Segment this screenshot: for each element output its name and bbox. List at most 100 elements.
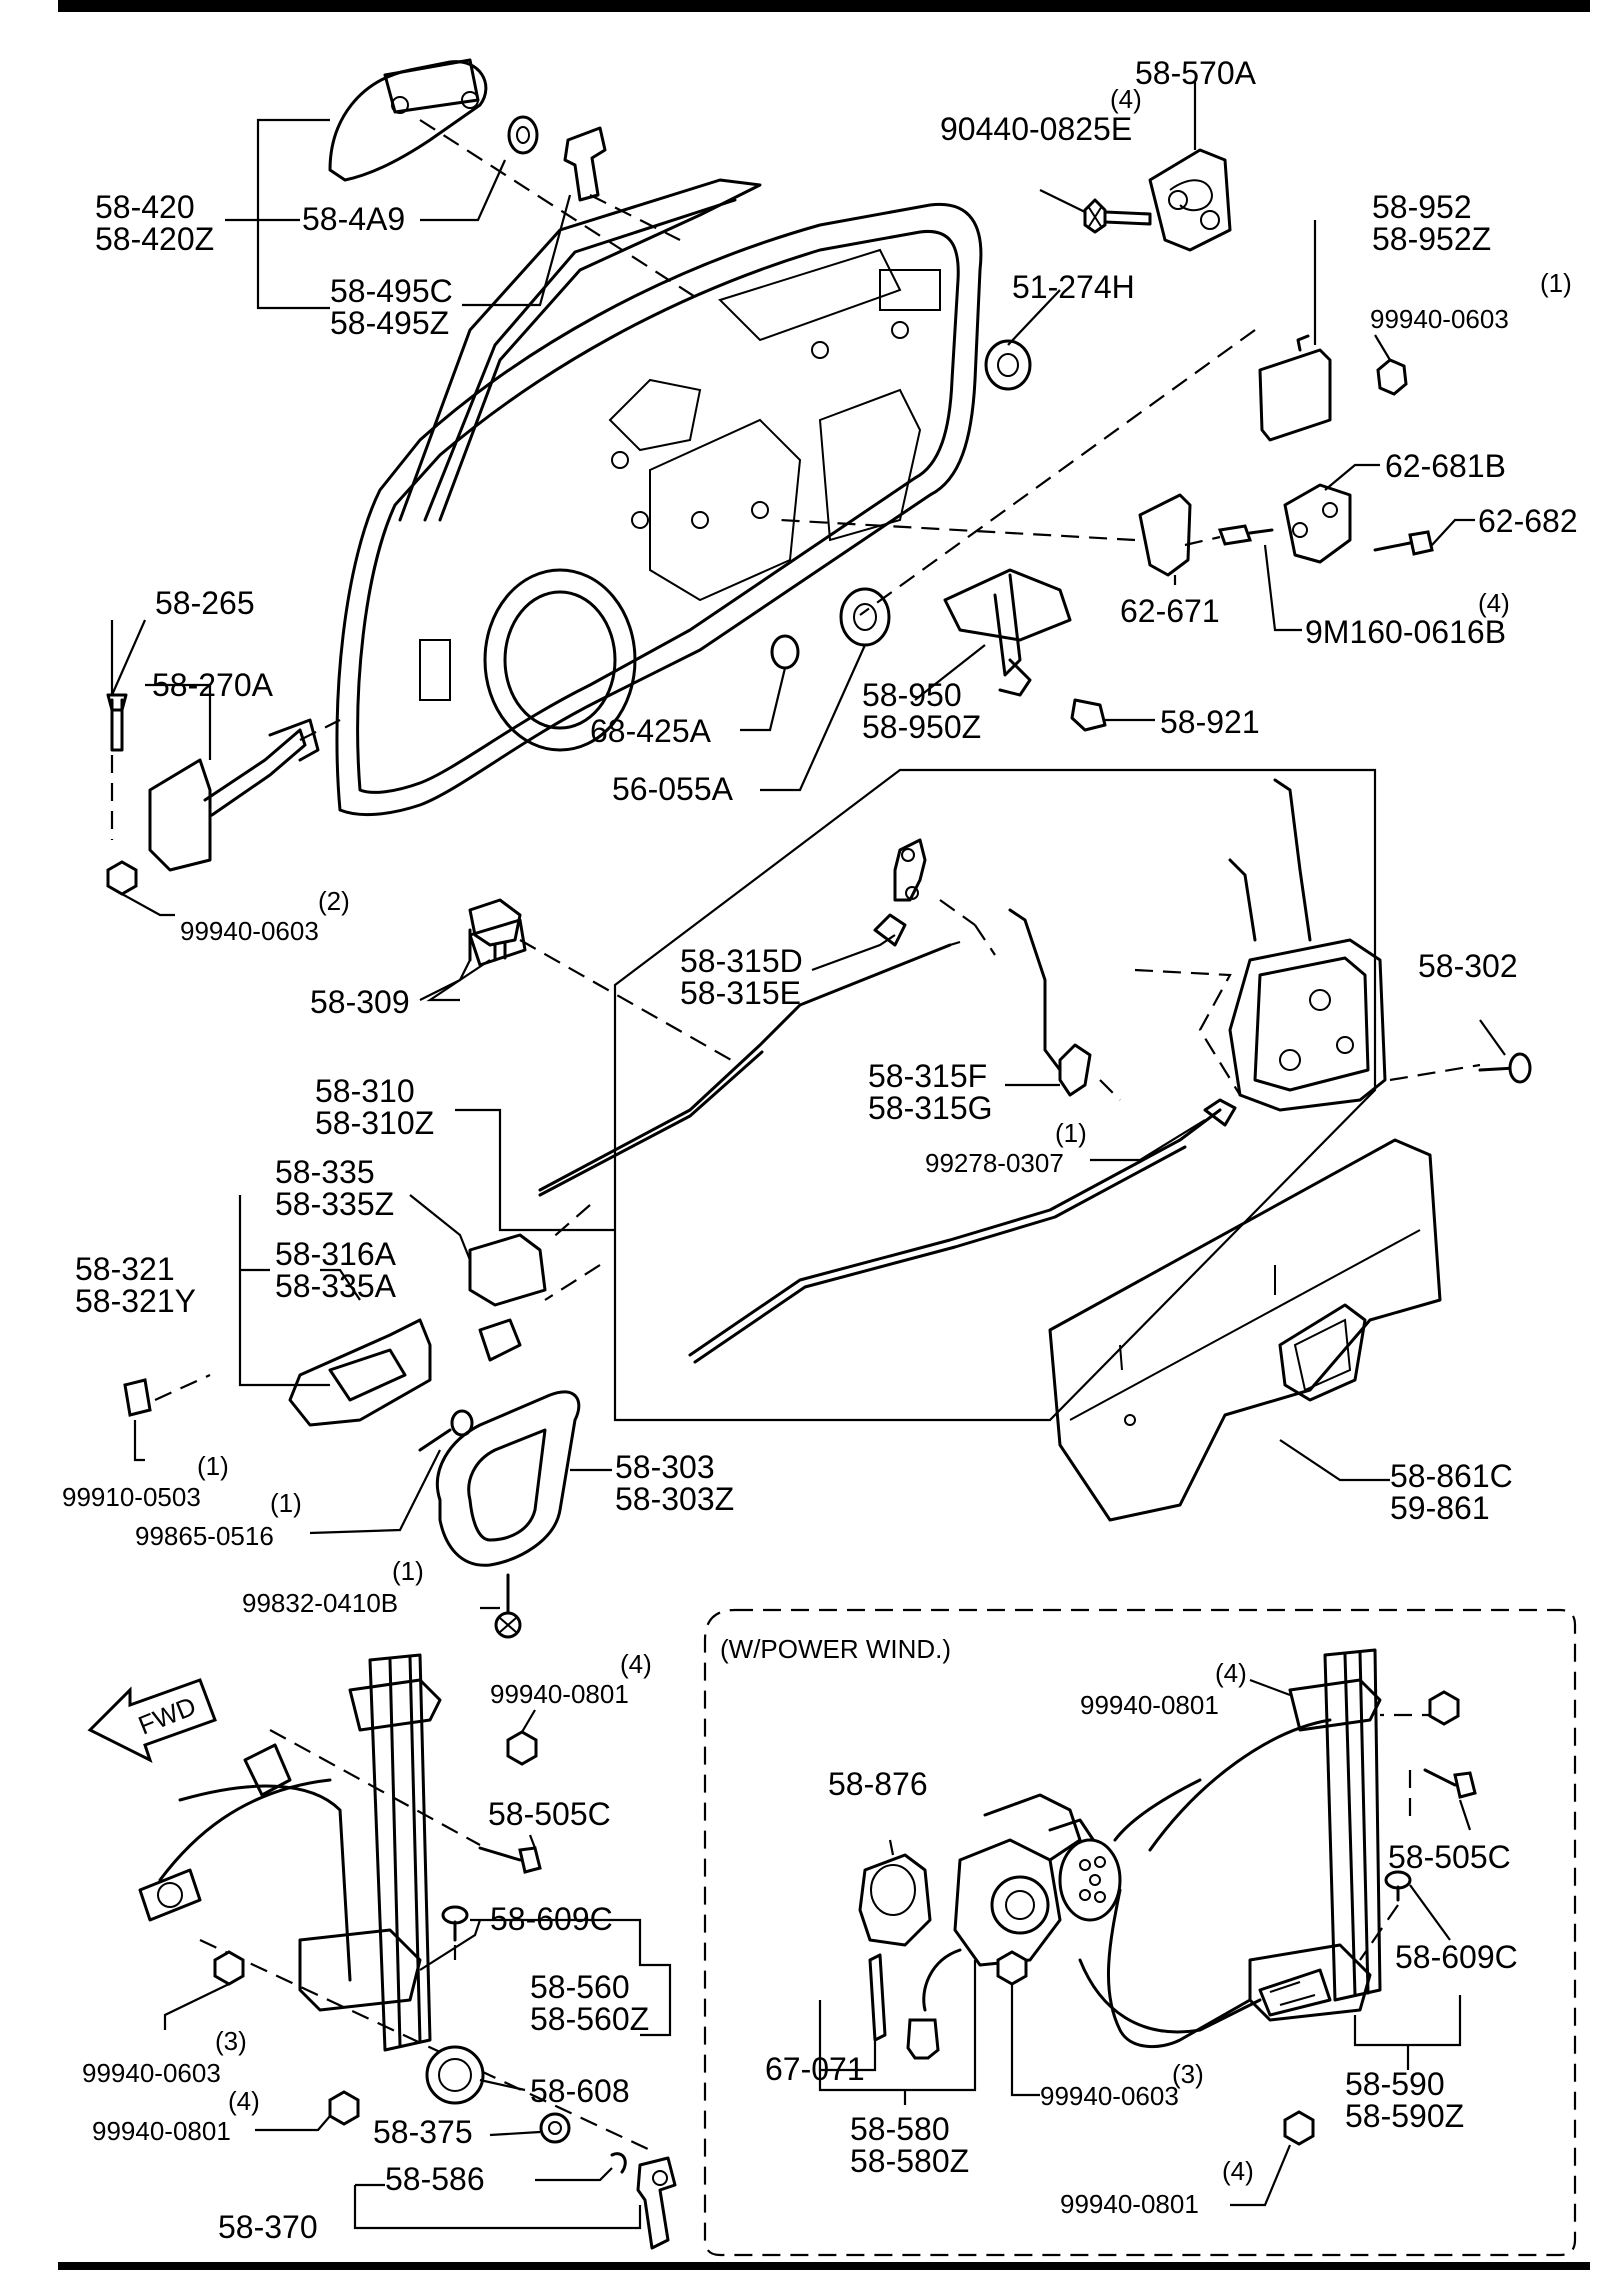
lock-rod-long: [538, 940, 961, 1197]
label-99940-0801-b: 99940-0801: [92, 2116, 231, 2146]
label-58-560z: 58-560Z: [530, 2001, 649, 2037]
label-99940-0801-a: 99940-0801: [490, 1679, 629, 1709]
lock-rod-lower: [688, 1108, 1222, 1364]
label-58-590: 58-590: [1345, 2066, 1445, 2102]
label-68-425a: 68-425A: [590, 713, 712, 749]
inner-door-handle: [435, 1390, 581, 1567]
door-latch: [1228, 778, 1387, 1112]
door-lock-pin: [106, 693, 128, 752]
label-fwd: FWD: [134, 1691, 200, 1741]
label-58-921: 58-921: [1160, 704, 1260, 740]
bottom-border: [58, 2262, 1590, 2270]
label-58-952z: 58-952Z: [1372, 221, 1491, 257]
label-58-315e: 58-315E: [680, 975, 801, 1011]
motor-connector: [868, 1953, 887, 2042]
outer-door-handle: [328, 58, 488, 182]
qty-9m160: (4): [1478, 588, 1510, 618]
label-58-505c-a: 58-505C: [488, 1796, 611, 1832]
label-58-310z: 58-310Z: [315, 1105, 434, 1141]
check-bolt-left: [1217, 524, 1274, 546]
motor-drum: [1058, 1838, 1122, 1922]
actuator-nut: [106, 860, 138, 896]
regulator-washer: [425, 2045, 485, 2105]
label-58-370: 58-370: [218, 2209, 318, 2245]
label-58-309: 58-309: [310, 984, 410, 1020]
striker-bolt: [1083, 198, 1152, 234]
qty-99940-0603-c: (3): [215, 2026, 247, 2056]
label-99940-0603-d: 99940-0603: [1040, 2081, 1179, 2111]
label-58-302: 58-302: [1418, 948, 1518, 984]
inner-handle-bezel: [288, 1318, 432, 1427]
grommet-upper: [984, 339, 1032, 391]
label-62-671: 62-671: [1120, 593, 1220, 629]
label-58-303: 58-303: [615, 1449, 715, 1485]
label-9m160-0616b: 9M160-0616B: [1305, 614, 1506, 650]
label-58-560: 58-560: [530, 1969, 630, 2005]
door-lock-actuator: [148, 718, 320, 872]
qty-99940-0603-d: (3): [1172, 2059, 1204, 2089]
label-99910-0503: 99910-0503: [62, 1482, 201, 1512]
power-window-title: (W/POWER WIND.): [720, 1634, 951, 1664]
label-99940-0603-a: 99940-0603: [1370, 304, 1509, 334]
label-58-495c: 58-495C: [330, 273, 453, 309]
motor-housing-cover: [858, 1853, 932, 1947]
label-62-681b: 62-681B: [1385, 448, 1506, 484]
label-62-682: 62-682: [1478, 503, 1578, 539]
qty-99865: (1): [270, 1488, 302, 1518]
label-58-335: 58-335: [275, 1154, 375, 1190]
door-check-plate: [1283, 483, 1352, 564]
label-58-586: 58-586: [385, 2161, 485, 2197]
motor-nut: [996, 1950, 1028, 1986]
label-99865-0516: 99865-0516: [135, 1521, 274, 1551]
label-58-876: 58-876: [828, 1766, 928, 1802]
door-trim-panel: [1048, 1138, 1442, 1522]
lock-rod-inner: [1008, 908, 1092, 1097]
label-58-950z: 58-950Z: [862, 709, 981, 745]
link-clip: [1070, 698, 1107, 732]
top-border: [58, 0, 1590, 12]
qty-99940-0801-b: (4): [228, 2086, 260, 2116]
label-58-321: 58-321: [75, 1251, 175, 1287]
handle-bracket: [563, 126, 607, 202]
label-58-950: 58-950: [862, 677, 962, 713]
label-58-315g: 58-315G: [868, 1090, 993, 1126]
label-58-420z: 58-420Z: [95, 221, 214, 257]
label-58-316a: 58-316A: [275, 1236, 397, 1272]
label-90440-0825e: 90440-0825E: [940, 111, 1132, 147]
regulator-spacer: [539, 2112, 571, 2144]
label-58-861c: 58-861C: [1390, 1458, 1513, 1494]
label-58-420: 58-420: [95, 189, 195, 225]
door-check-bracket: [1138, 493, 1192, 577]
pw-nut-bottom: [1283, 2110, 1315, 2146]
label-58-495z: 58-495Z: [330, 305, 449, 341]
qty-99910: (1): [197, 1451, 229, 1481]
label-99278-0307: 99278-0307: [925, 1148, 1064, 1178]
label-59-861: 59-861: [1390, 1490, 1490, 1526]
regulator-nut-left: [213, 1950, 245, 1986]
label-58-505c-b: 58-505C: [1388, 1839, 1511, 1875]
label-58-952: 58-952: [1372, 189, 1472, 225]
inner-handle-escutcheon: [468, 1233, 547, 1307]
motor-wire-plug: [906, 1948, 962, 2060]
label-58-4a9: 58-4A9: [302, 201, 405, 237]
inner-handle-screw-lower: [494, 1573, 522, 1639]
qty-99940-0801-a: (4): [620, 1649, 652, 1679]
label-58-335a: 58-335A: [275, 1268, 397, 1304]
label-99832-0410b: 99832-0410B: [242, 1588, 398, 1618]
label-58-315d: 58-315D: [680, 943, 803, 979]
inner-trim-clip: [123, 1378, 152, 1417]
label-99940-0603-c: 99940-0603: [82, 2058, 221, 2088]
label-58-580z: 58-580Z: [850, 2143, 969, 2179]
label-58-570a: 58-570A: [1135, 55, 1257, 91]
label-58-609c-b: 58-609C: [1395, 1939, 1518, 1975]
door-inner-panel: [335, 178, 983, 817]
label-58-609c-a: 58-609C: [490, 1901, 613, 1937]
label-58-590z: 58-590Z: [1345, 2098, 1464, 2134]
crank-clip: [610, 2152, 627, 2174]
label-58-375: 58-375: [373, 2114, 473, 2150]
qty-99940-0801-c: (4): [1215, 1658, 1247, 1688]
label-58-321y: 58-321Y: [75, 1283, 196, 1319]
power-window-regulator: [1078, 1648, 1382, 2034]
